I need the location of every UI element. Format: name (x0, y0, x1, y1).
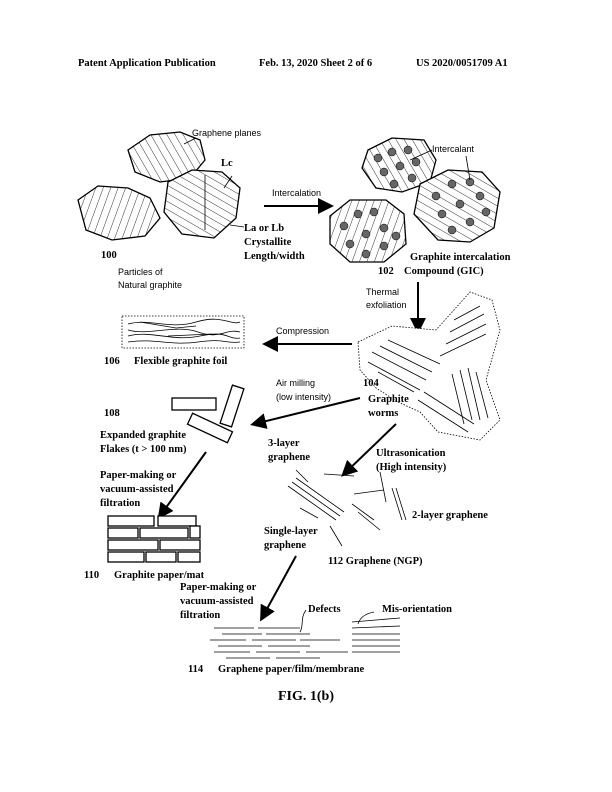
graphene-ngp-label: 112 Graphene (NGP) (328, 556, 423, 567)
ref-100: 100 (101, 250, 117, 261)
graphene-planes-label: Graphene planes (192, 128, 262, 138)
worms-label: worms (368, 408, 398, 419)
header-date-sheet: Feb. 13, 2020 Sheet 2 of 6 (259, 58, 372, 69)
vacuum-1-label: vacuum-assisted (100, 484, 174, 495)
ref-102: 102 (378, 266, 394, 277)
high-intensity-label: (High intensity) (376, 462, 447, 473)
paper-making-arrow-1 (157, 451, 207, 520)
natural-graphite-label: Natural graphite (118, 280, 182, 290)
filtration-1-label: filtration (100, 498, 140, 509)
paper-making-arrow-2 (260, 555, 297, 622)
lc-label: Lc (221, 158, 233, 169)
figure-caption: FIG. 1(b) (278, 689, 334, 704)
crystallite-label: Crystallite (244, 237, 292, 248)
length-width-label: Length/width (244, 251, 305, 262)
intercalation-label: Intercalation (272, 188, 321, 198)
misorientation-label: Mis-orientation (382, 604, 452, 615)
flexible-foil-label: Flexible graphite foil (134, 356, 227, 367)
particles-of-label: Particles of (118, 267, 163, 277)
header-publication: Patent Application Publication (78, 58, 216, 69)
defects-label: Defects (308, 604, 341, 615)
expanded-graphite-flakes (171, 384, 245, 444)
three-layer-label: 3-layer (268, 438, 300, 449)
paper-making-2-label: Paper-making or (180, 582, 257, 593)
filtration-2-label: filtration (180, 610, 220, 621)
flexible-graphite-foil (121, 315, 245, 349)
header-number: US 2020/0051709 A1 (416, 58, 508, 69)
gic-label-1: Graphite intercalation (410, 252, 511, 263)
low-intensity-label: (low intensity) (276, 392, 331, 402)
expanded-graphite-label: Expanded graphite (100, 430, 186, 441)
exfoliation-label: exfoliation (366, 300, 407, 310)
ref-110: 110 (84, 570, 99, 581)
vacuum-2-label: vacuum-assisted (180, 596, 254, 607)
paper-making-1-label: Paper-making or (100, 470, 177, 481)
graphite-paper-mat (107, 515, 201, 563)
air-milling-label: Air milling (276, 378, 315, 388)
ref-114: 114 (188, 664, 204, 675)
natural-graphite-particles (77, 131, 245, 241)
graphite-paper-label: Graphite paper/mat (114, 570, 205, 581)
graphene-paper-film (210, 609, 401, 659)
single-layer-label: Single-layer (264, 526, 318, 537)
graphite-worms (357, 291, 501, 441)
compression-label: Compression (276, 326, 329, 336)
thermal-label: Thermal (366, 287, 399, 297)
graphite-label: Graphite (368, 394, 409, 405)
ref-108: 108 (104, 408, 120, 419)
gic-particles (329, 137, 501, 263)
flakes-size-label: Flakes (t > 100 nm) (100, 444, 187, 455)
la-lb-label: La or Lb (244, 223, 284, 234)
two-layer-label: 2-layer graphene (412, 510, 488, 521)
ref-106: 106 (104, 356, 120, 367)
graphene-paper-label: Graphene paper/film/membrane (218, 664, 364, 675)
graphene-a-label: graphene (268, 452, 310, 463)
ultrasonication-label: Ultrasonication (376, 448, 446, 459)
gic-label-2: Compound (GIC) (404, 266, 484, 277)
air-milling-arrow (250, 397, 361, 429)
intercalant-label: Intercalant (432, 144, 475, 154)
ref-104: 104 (363, 378, 380, 389)
graphene-b-label: graphene (264, 540, 306, 551)
graphene-ngp (287, 469, 407, 547)
ultrasonication-arrow (341, 423, 397, 477)
